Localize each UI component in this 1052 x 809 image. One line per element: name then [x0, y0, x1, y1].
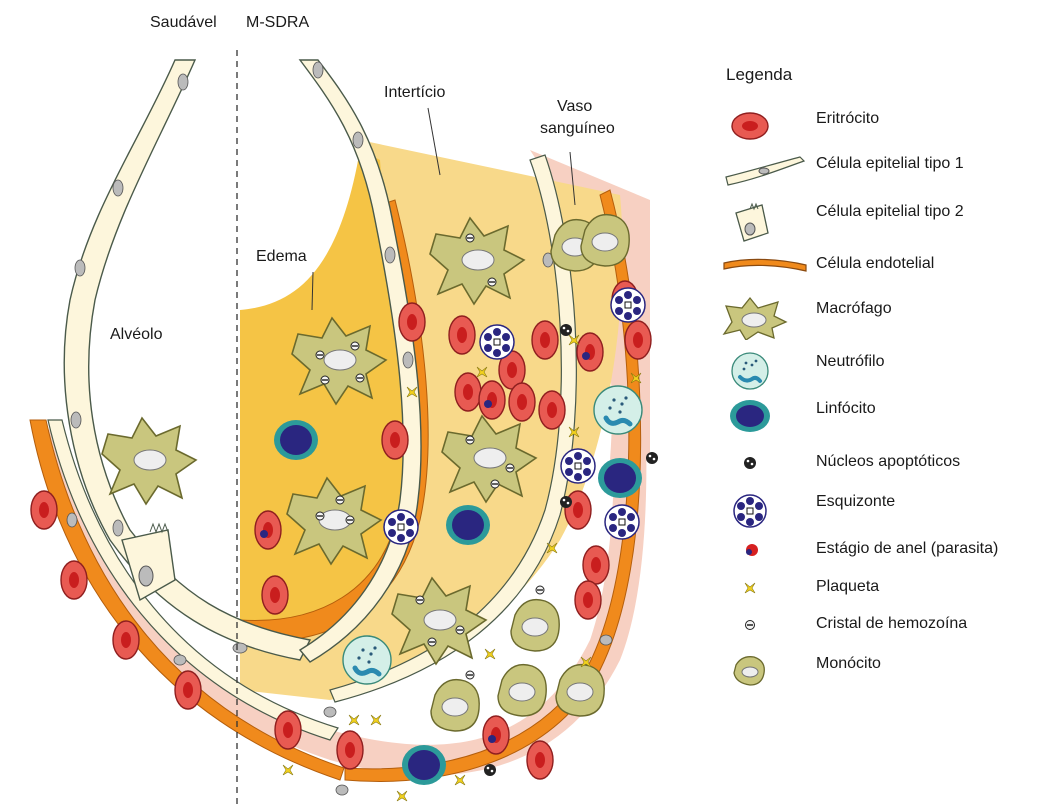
legend-label: Linfócito	[816, 400, 876, 418]
legend-item-lymphocyte: Linfócito	[690, 400, 1052, 440]
healthy-label: Saudável	[150, 14, 217, 32]
legend-label: Núcleos apoptóticos	[816, 453, 960, 471]
legend-label: Célula endotelial	[816, 255, 934, 273]
alveolus-label: Alvéolo	[110, 326, 162, 344]
erythrocyte-icon	[720, 106, 780, 146]
legend-item-macrophage: Macrófago	[690, 300, 1052, 340]
legend-item-neutrophil: Neutrófilo	[690, 353, 1052, 393]
platelet-icon	[720, 574, 780, 604]
schizont-icon	[720, 489, 780, 533]
legend: Legenda Eritrócito Célula epitelial tipo…	[690, 55, 1052, 809]
legend-item-endothelial: Célula endotelial	[690, 255, 1052, 295]
legend-label: Célula epitelial tipo 2	[816, 203, 964, 221]
legend-item-apoptotic-nuclei: Núcleos apoptóticos	[690, 453, 1052, 493]
legend-item-epithelial-type1: Célula epitelial tipo 1	[690, 155, 1052, 195]
edema-label: Edema	[256, 248, 307, 266]
apoptotic-nuclei-icon	[720, 449, 780, 479]
endothelial-cell-icon	[720, 251, 810, 281]
monocyte-icon	[720, 651, 780, 691]
epithelial-type1-icon	[720, 151, 810, 191]
legend-label: Estágio de anel (parasita)	[816, 540, 998, 558]
lymphocyte-icon	[720, 396, 780, 436]
legend-label: Eritrócito	[816, 110, 879, 128]
legend-label: Célula epitelial tipo 1	[816, 155, 964, 173]
legend-label: Plaqueta	[816, 578, 879, 596]
ring-stage-icon	[720, 536, 780, 566]
legend-title: Legenda	[726, 65, 792, 85]
legend-item-monocyte: Monócito	[690, 655, 1052, 695]
legend-item-schizont: Esquizonte	[690, 493, 1052, 533]
legend-label: Cristal de hemozoína	[816, 615, 967, 633]
vessel-label-line2: sanguíneo	[540, 120, 615, 138]
disease-label: M-SDRA	[246, 14, 309, 32]
hemozoin-crystal-icon	[720, 611, 780, 641]
legend-item-hemozoin: Cristal de hemozoína	[690, 615, 1052, 655]
legend-item-erythrocyte: Eritrócito	[690, 110, 1052, 150]
neutrophil-icon	[720, 349, 780, 393]
legend-label: Esquizonte	[816, 493, 895, 511]
vessel-label-line1: Vaso	[557, 98, 592, 116]
legend-item-epithelial-type2: Célula epitelial tipo 2	[690, 203, 1052, 243]
interstitium-label: Intertício	[384, 84, 445, 102]
epithelial-type2-icon	[720, 199, 780, 243]
legend-label: Neutrófilo	[816, 353, 884, 371]
legend-label: Monócito	[816, 655, 881, 673]
legend-label: Macrófago	[816, 300, 892, 318]
macrophage-icon	[720, 296, 790, 340]
